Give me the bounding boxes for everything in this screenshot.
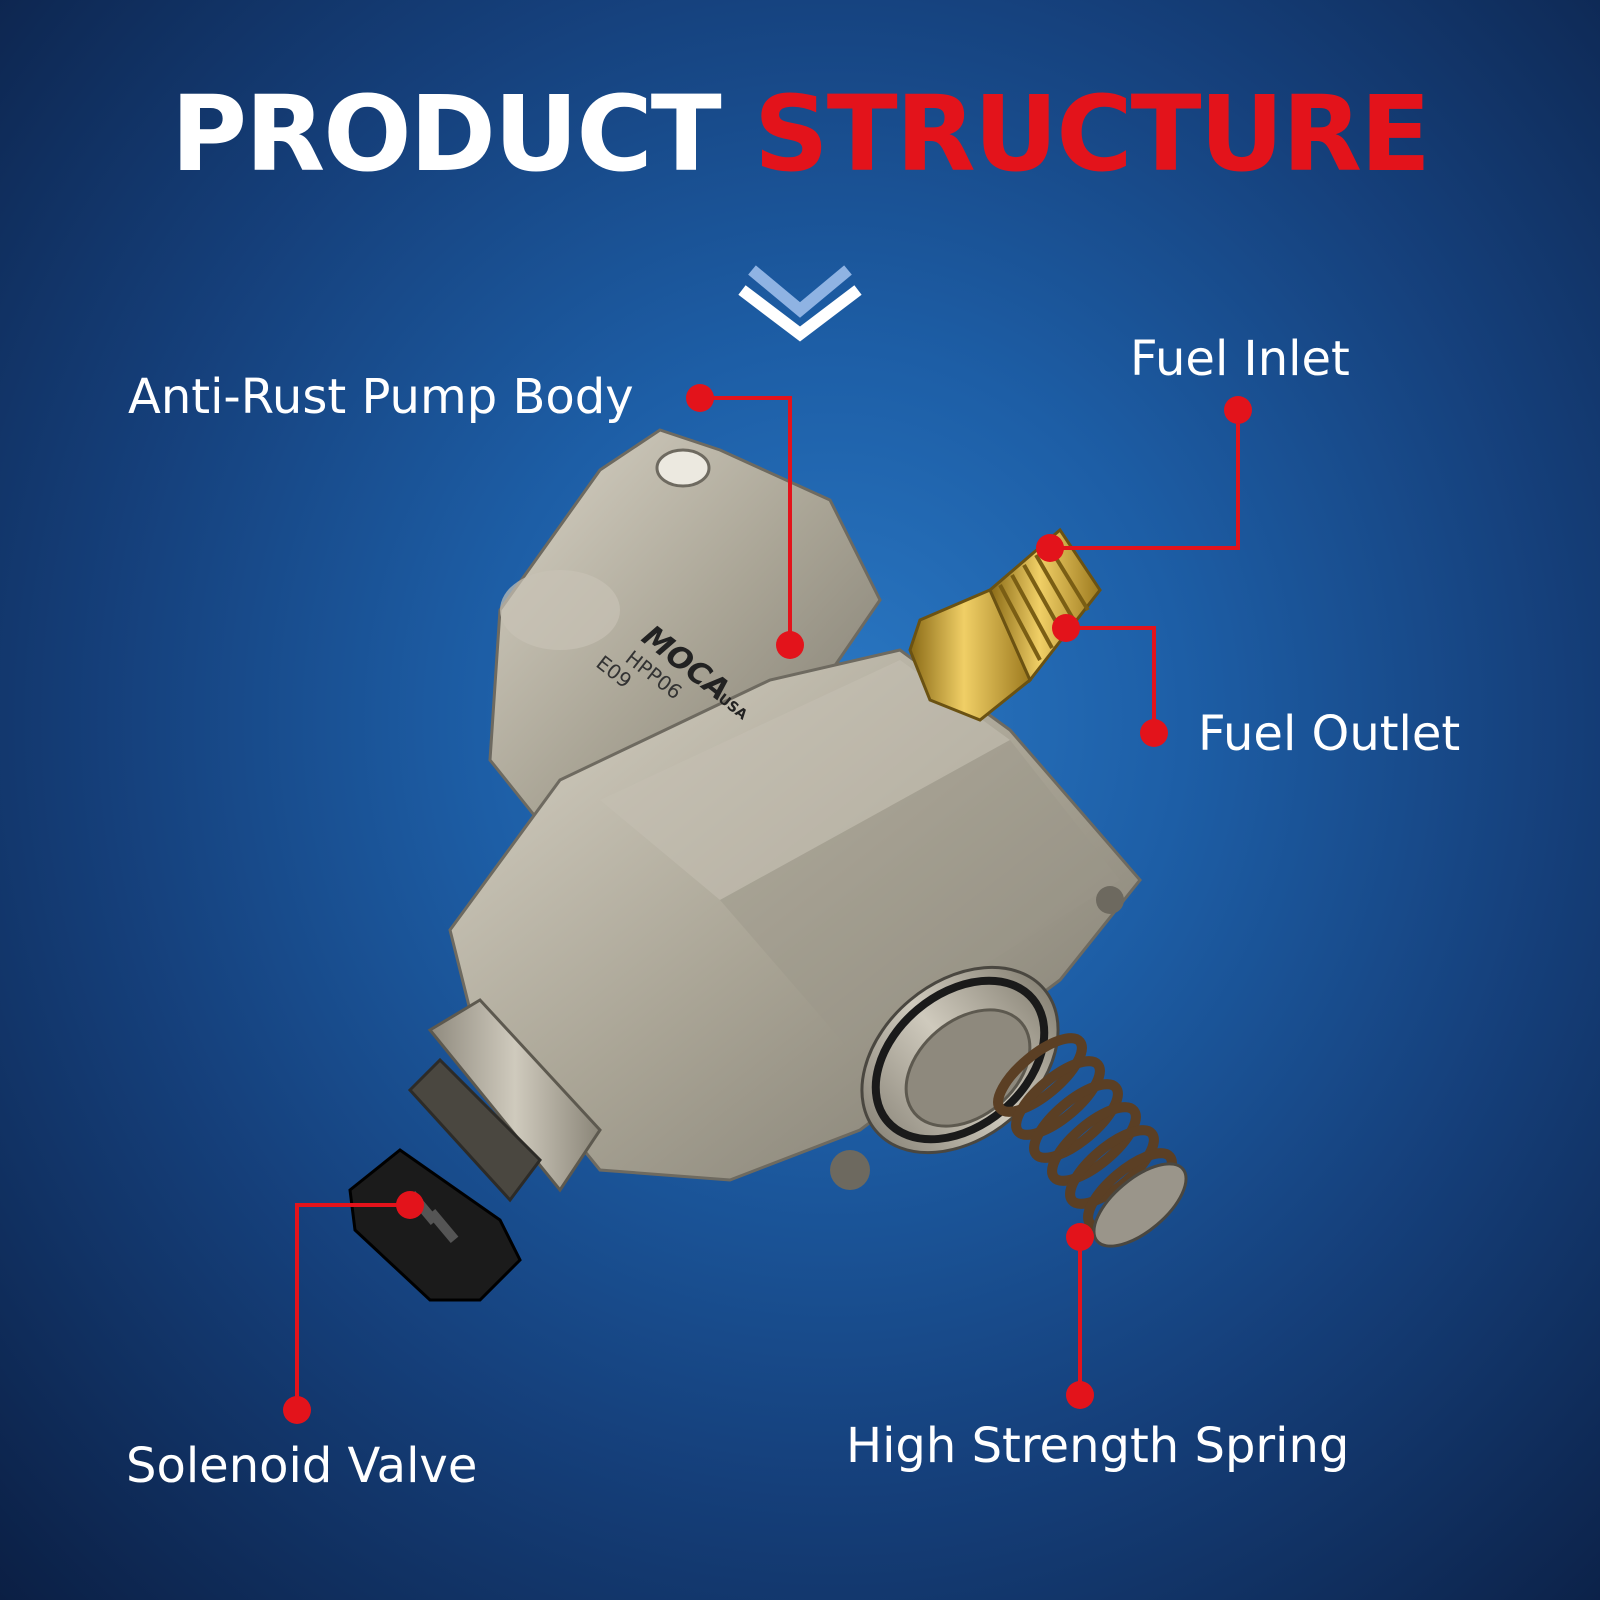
leader-line-fuel-inlet [1050,410,1240,550]
callout-dot [776,631,804,659]
callout-dots [283,384,1252,1424]
brass-fitting [908,527,1102,722]
solenoid-connector [348,998,602,1302]
callout-dot [1066,1381,1094,1409]
leader-line-solenoid-valve [295,1203,410,1410]
page-title: PRODUCT STRUCTURE [0,82,1600,186]
leader-line-fuel-outlet [1066,626,1156,733]
leader-line-anti-rust-pump-body [700,396,792,645]
callout-label-anti-rust-pump-body: Anti-Rust Pump Body [128,369,634,425]
fuel-pump-illustration [348,428,1188,1302]
pump-flange [488,428,882,862]
callout-dot [283,1396,311,1424]
callout-dot [1052,614,1080,642]
callout-dot [1036,534,1064,562]
callout-lines [295,396,1240,1410]
chevron-down-icon [738,265,862,342]
callout-dot [686,384,714,412]
callout-label-high-strength-spring: High Strength Spring [846,1418,1350,1474]
callout-dot [396,1191,424,1219]
spring-end-cap [1092,1162,1188,1248]
title-part-product: PRODUCT [170,73,722,195]
callout-label-fuel-outlet: Fuel Outlet [1198,706,1461,762]
callout-label-fuel-inlet: Fuel Inlet [1130,331,1350,387]
title-part-structure: STRUCTURE [753,73,1431,195]
callout-dot [1224,396,1252,424]
callout-dot [1066,1223,1094,1251]
callout-label-solenoid-valve: Solenoid Valve [126,1438,478,1494]
callout-dot [1140,719,1168,747]
